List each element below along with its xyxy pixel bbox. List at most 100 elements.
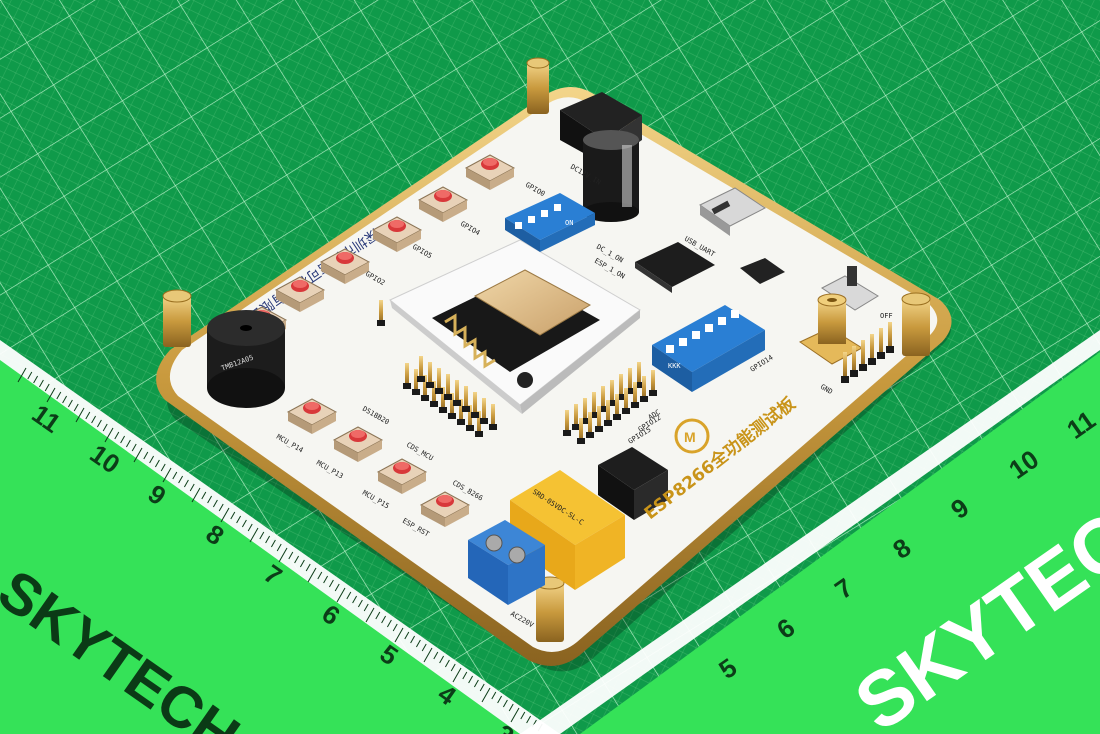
tactile-button [332,426,384,462]
left-ruler-tick [143,451,149,460]
left-ruler-tick [212,499,218,508]
left-ruler-tick [346,591,352,600]
left-ruler-tick [462,671,468,680]
header-pin [624,388,628,412]
left-ruler-tick [294,555,300,564]
left-ruler-tick [392,623,398,632]
uart-ic [635,242,715,293]
left-ruler-tick [473,679,479,688]
left-ruler: 11109876543 SKYTECH [0,340,560,734]
dip-lever [705,324,713,332]
header-pin [423,375,427,399]
left-ruler-tick [33,375,39,384]
dip-lever [718,317,726,325]
tactile-button [464,154,516,190]
female-header [598,447,668,520]
left-ruler-tick [27,371,33,380]
left-ruler-tick [207,495,213,504]
left-ruler-tick [259,531,265,540]
left-ruler-tick [201,491,207,500]
dip-lever [731,310,739,318]
tactile-button [319,248,371,284]
left-ruler-tick [444,659,450,668]
dip-lever [528,216,535,223]
left-ruler-tick [218,503,224,512]
regulator [740,258,785,284]
header-pin [437,368,441,392]
header-pin [888,322,892,348]
left-ruler-tick [352,595,358,604]
left-ruler-tick [17,367,27,383]
left-ruler-tick [526,715,532,724]
header-pin [879,328,883,354]
left-ruler-tick [415,639,421,648]
header-pin [464,386,468,410]
header-pin [592,392,596,416]
left-ruler-tick [160,463,166,472]
left-ruler-tick [381,615,387,624]
left-ruler-tick [172,471,178,480]
left-ruler-tick [452,667,462,683]
header-pin [482,398,486,422]
tactile-button [286,398,338,434]
header-pin [450,393,454,417]
left-ruler-tick [299,559,305,568]
left-ruler-tick [67,399,73,408]
gpio-header-right [841,322,894,383]
tactile-button [376,458,428,494]
relay: SRD-05VDC-SL-C [510,470,625,590]
label-off: OFF [880,312,893,320]
left-ruler-tick [363,603,369,612]
left-ruler-tick [520,711,526,720]
dip-lever [515,222,522,229]
mounting-hole [517,372,533,388]
header-pin [441,387,445,411]
left-ruler-tick [423,647,433,663]
left-ruler-tick [468,675,474,684]
left-ruler-tick [183,479,189,488]
tactile-button [371,216,423,252]
left-ruler-tick [491,691,497,700]
left-ruler-tick [236,515,242,524]
header-pin [414,369,418,393]
header-pin [628,368,632,392]
esp8266-test-board: 深圳市安信可科技有限公司 TMB12A05 [156,57,952,666]
left-ruler-tick [439,655,445,664]
header-pin [432,381,436,405]
left-ruler-tick [278,547,288,563]
left-ruler-tick [131,443,137,452]
dip-lever [679,338,687,346]
left-ruler-tick [120,435,126,444]
dip6-kkk-label: KKK [668,362,681,370]
left-ruler-tick [85,411,91,420]
left-ruler-tick [191,487,201,503]
left-ruler-tick [62,395,68,404]
left-ruler-tick [133,447,143,463]
board-logo: M [674,418,710,454]
left-ruler-tick [375,611,381,620]
left-ruler-tick [230,511,236,520]
pin-headers [377,300,657,444]
tactile-button [417,186,469,222]
header-pin [852,346,856,372]
header-pin [588,412,592,436]
left-ruler-tick [247,523,253,532]
brass-standoffs [162,57,931,642]
left-ruler-tick [410,635,416,644]
pcb-antenna [444,313,496,369]
header-pin [459,399,463,423]
left-ruler-tick [270,539,276,548]
svg-text:M: M [684,429,696,445]
left-ruler-tick [481,687,491,703]
left-ruler-tick [502,699,508,708]
tactile-button [274,276,326,312]
left-ruler-tick [114,431,120,440]
left-ruler-tick [365,607,375,623]
left-ruler-tick [38,379,44,388]
header-pin [379,300,383,324]
left-ruler-tick [479,683,485,692]
left-ruler-tick [44,383,50,392]
header-pin [597,406,601,430]
header-pin [651,370,655,394]
